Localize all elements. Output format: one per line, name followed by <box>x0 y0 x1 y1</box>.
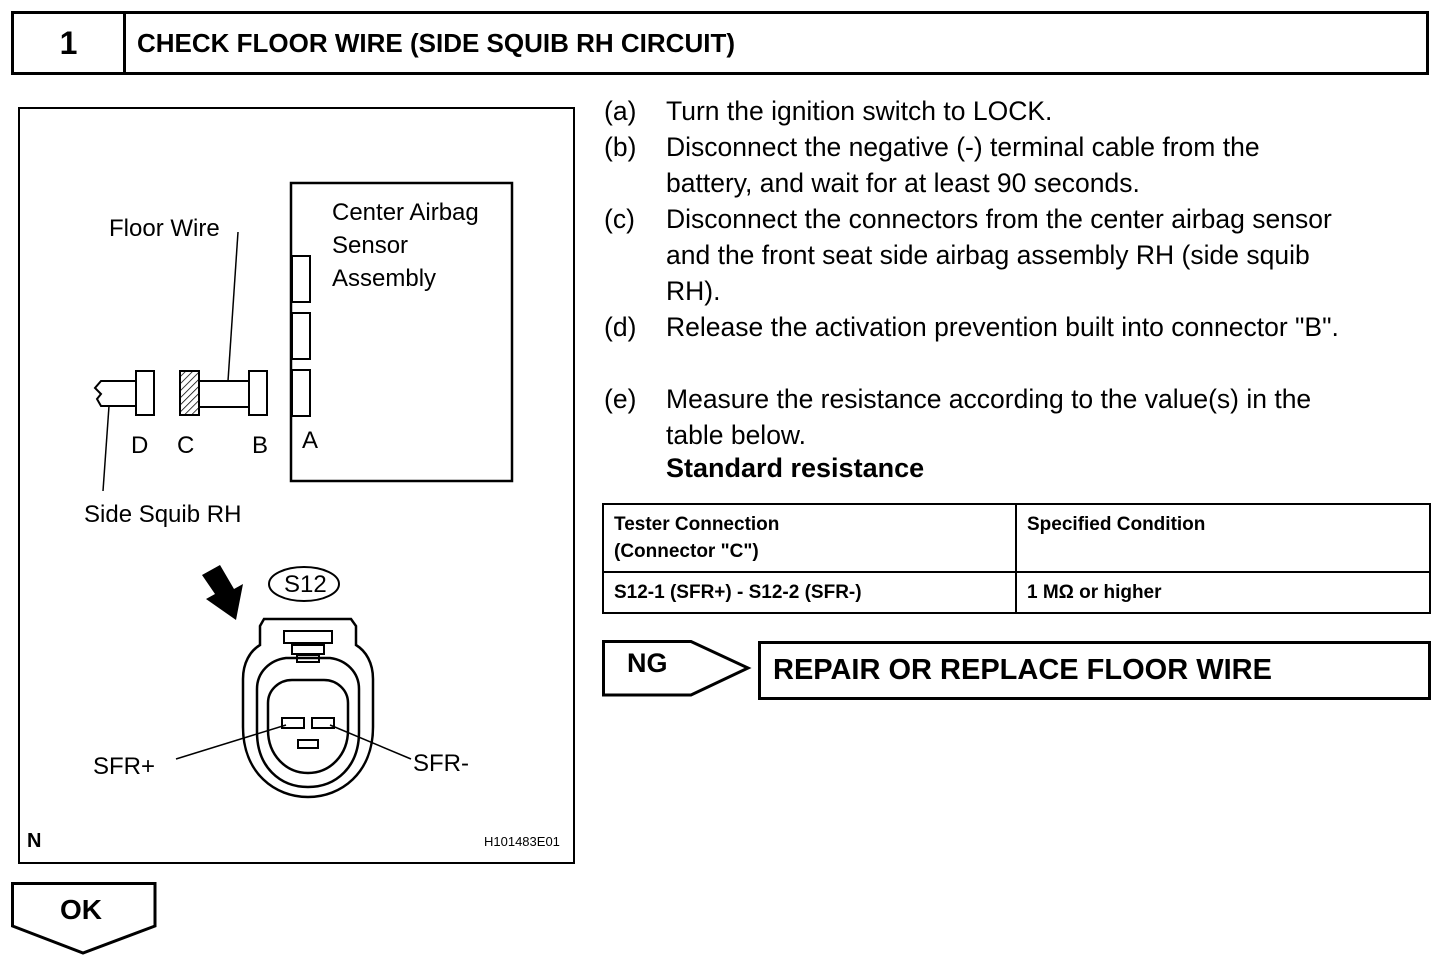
table-cell: 1 MΩ or higher <box>1015 571 1431 614</box>
resistance-table: Tester Connection (Connector "C") Specif… <box>602 503 1431 614</box>
connector-d <box>135 370 155 416</box>
connector-terminal-cavity <box>266 678 350 775</box>
connector-lock-tab <box>291 644 325 655</box>
step-letter: (e) <box>604 384 637 414</box>
procedure-steps: (a) Turn the ignition switch to LOCK. (b… <box>604 93 1444 453</box>
table-header-row: Tester Connection (Connector "C") Specif… <box>602 503 1431 573</box>
wiring-figure: Center Airbag Sensor Assembly Floor Wire… <box>18 107 575 864</box>
step-letter: (c) <box>604 204 635 234</box>
connector-c-label: C <box>177 432 195 459</box>
table-cell: S12-1 (SFR+) - S12-2 (SFR-) <box>602 571 1017 614</box>
table-header-cell: Tester Connection (Connector "C") <box>602 503 1017 573</box>
step-text: Measure the resistance according to the … <box>666 384 1312 450</box>
step-header: 1 CHECK FLOOR WIRE (SIDE SQUIB RH CIRCUI… <box>11 11 1429 75</box>
connector-lock-tab <box>296 654 320 663</box>
floor-wire-label: Floor Wire <box>109 215 220 242</box>
connector-a-label: A <box>302 427 319 454</box>
side-squib-leader <box>102 405 110 492</box>
terminal-spare <box>297 739 319 749</box>
center-airbag-label-3: Assembly <box>332 265 437 292</box>
connector-d-label: D <box>131 432 149 459</box>
sfr-plus-label: SFR+ <box>93 753 156 780</box>
step-letter: (d) <box>604 312 637 342</box>
sensor-connector-slot <box>291 312 311 360</box>
standard-resistance-title: Standard resistance <box>666 453 925 483</box>
connector-b <box>248 370 268 416</box>
center-airbag-label-2: Sensor <box>332 232 409 259</box>
sensor-connector-slot <box>291 255 311 303</box>
side-squib-lead <box>93 380 136 407</box>
connector-outline <box>241 617 375 799</box>
terminal-sfr-minus <box>311 717 335 729</box>
connector-code-label: S12 <box>284 571 327 598</box>
repair-action-box: REPAIR OR REPLACE FLOOR WIRE <box>758 641 1431 700</box>
figure-frame <box>18 107 575 864</box>
ok-arrow-box[interactable] <box>11 882 159 956</box>
floor-wire-leader <box>227 231 239 382</box>
step-text: Disconnect the connectors from the cente… <box>666 204 1332 306</box>
connector-inner-ring <box>255 656 361 789</box>
sfr-plus-leader <box>175 724 287 760</box>
connector-a <box>291 369 311 417</box>
figure-id: H101483E01 <box>484 834 560 849</box>
connector-c <box>179 370 200 416</box>
center-airbag-sensor-box <box>289 181 514 483</box>
sfr-minus-label: SFR- <box>413 750 469 777</box>
step-item: (a) Turn the ignition switch to LOCK. <box>604 93 1444 129</box>
step-item: (c) Disconnect the connectors from the c… <box>604 201 1444 309</box>
connector-code-badge <box>268 566 340 602</box>
step-number: 1 <box>14 14 126 72</box>
wiring-diagram <box>18 107 575 864</box>
repair-action-text: REPAIR OR REPLACE FLOOR WIRE <box>773 654 1272 686</box>
connector-b-label: B <box>252 432 269 459</box>
corner-mark: N <box>27 830 42 852</box>
step-item: (b) Disconnect the negative (-) terminal… <box>604 129 1444 201</box>
step-letter: (b) <box>604 132 637 162</box>
side-squib-label: Side Squib RH <box>84 501 242 528</box>
step-letter: (a) <box>604 96 637 126</box>
center-airbag-label-1: Center Airbag <box>332 199 479 226</box>
ng-label: NG <box>627 648 668 678</box>
ng-arrow-box[interactable] <box>602 640 752 698</box>
step-text: Release the activation prevention built … <box>666 312 1339 342</box>
step-title: CHECK FLOOR WIRE (SIDE SQUIB RH CIRCUIT) <box>137 27 735 58</box>
step-item: (d) Release the activation prevention bu… <box>604 309 1444 345</box>
table-header-cell: Specified Condition <box>1015 503 1431 573</box>
step-text: Turn the ignition switch to LOCK. <box>666 96 1053 126</box>
ok-label: OK <box>60 894 102 925</box>
connector-lock-tab <box>283 630 333 644</box>
table-row: S12-1 (SFR+) - S12-2 (SFR-) 1 MΩ or high… <box>602 571 1431 614</box>
terminal-sfr-plus <box>281 717 305 729</box>
step-item: (e) Measure the resistance according to … <box>604 381 1444 453</box>
floor-wire-harness <box>198 380 250 408</box>
sfr-minus-leader <box>329 724 412 760</box>
step-text: Disconnect the negative (-) terminal cab… <box>666 132 1260 198</box>
arrow-icon <box>202 565 243 620</box>
